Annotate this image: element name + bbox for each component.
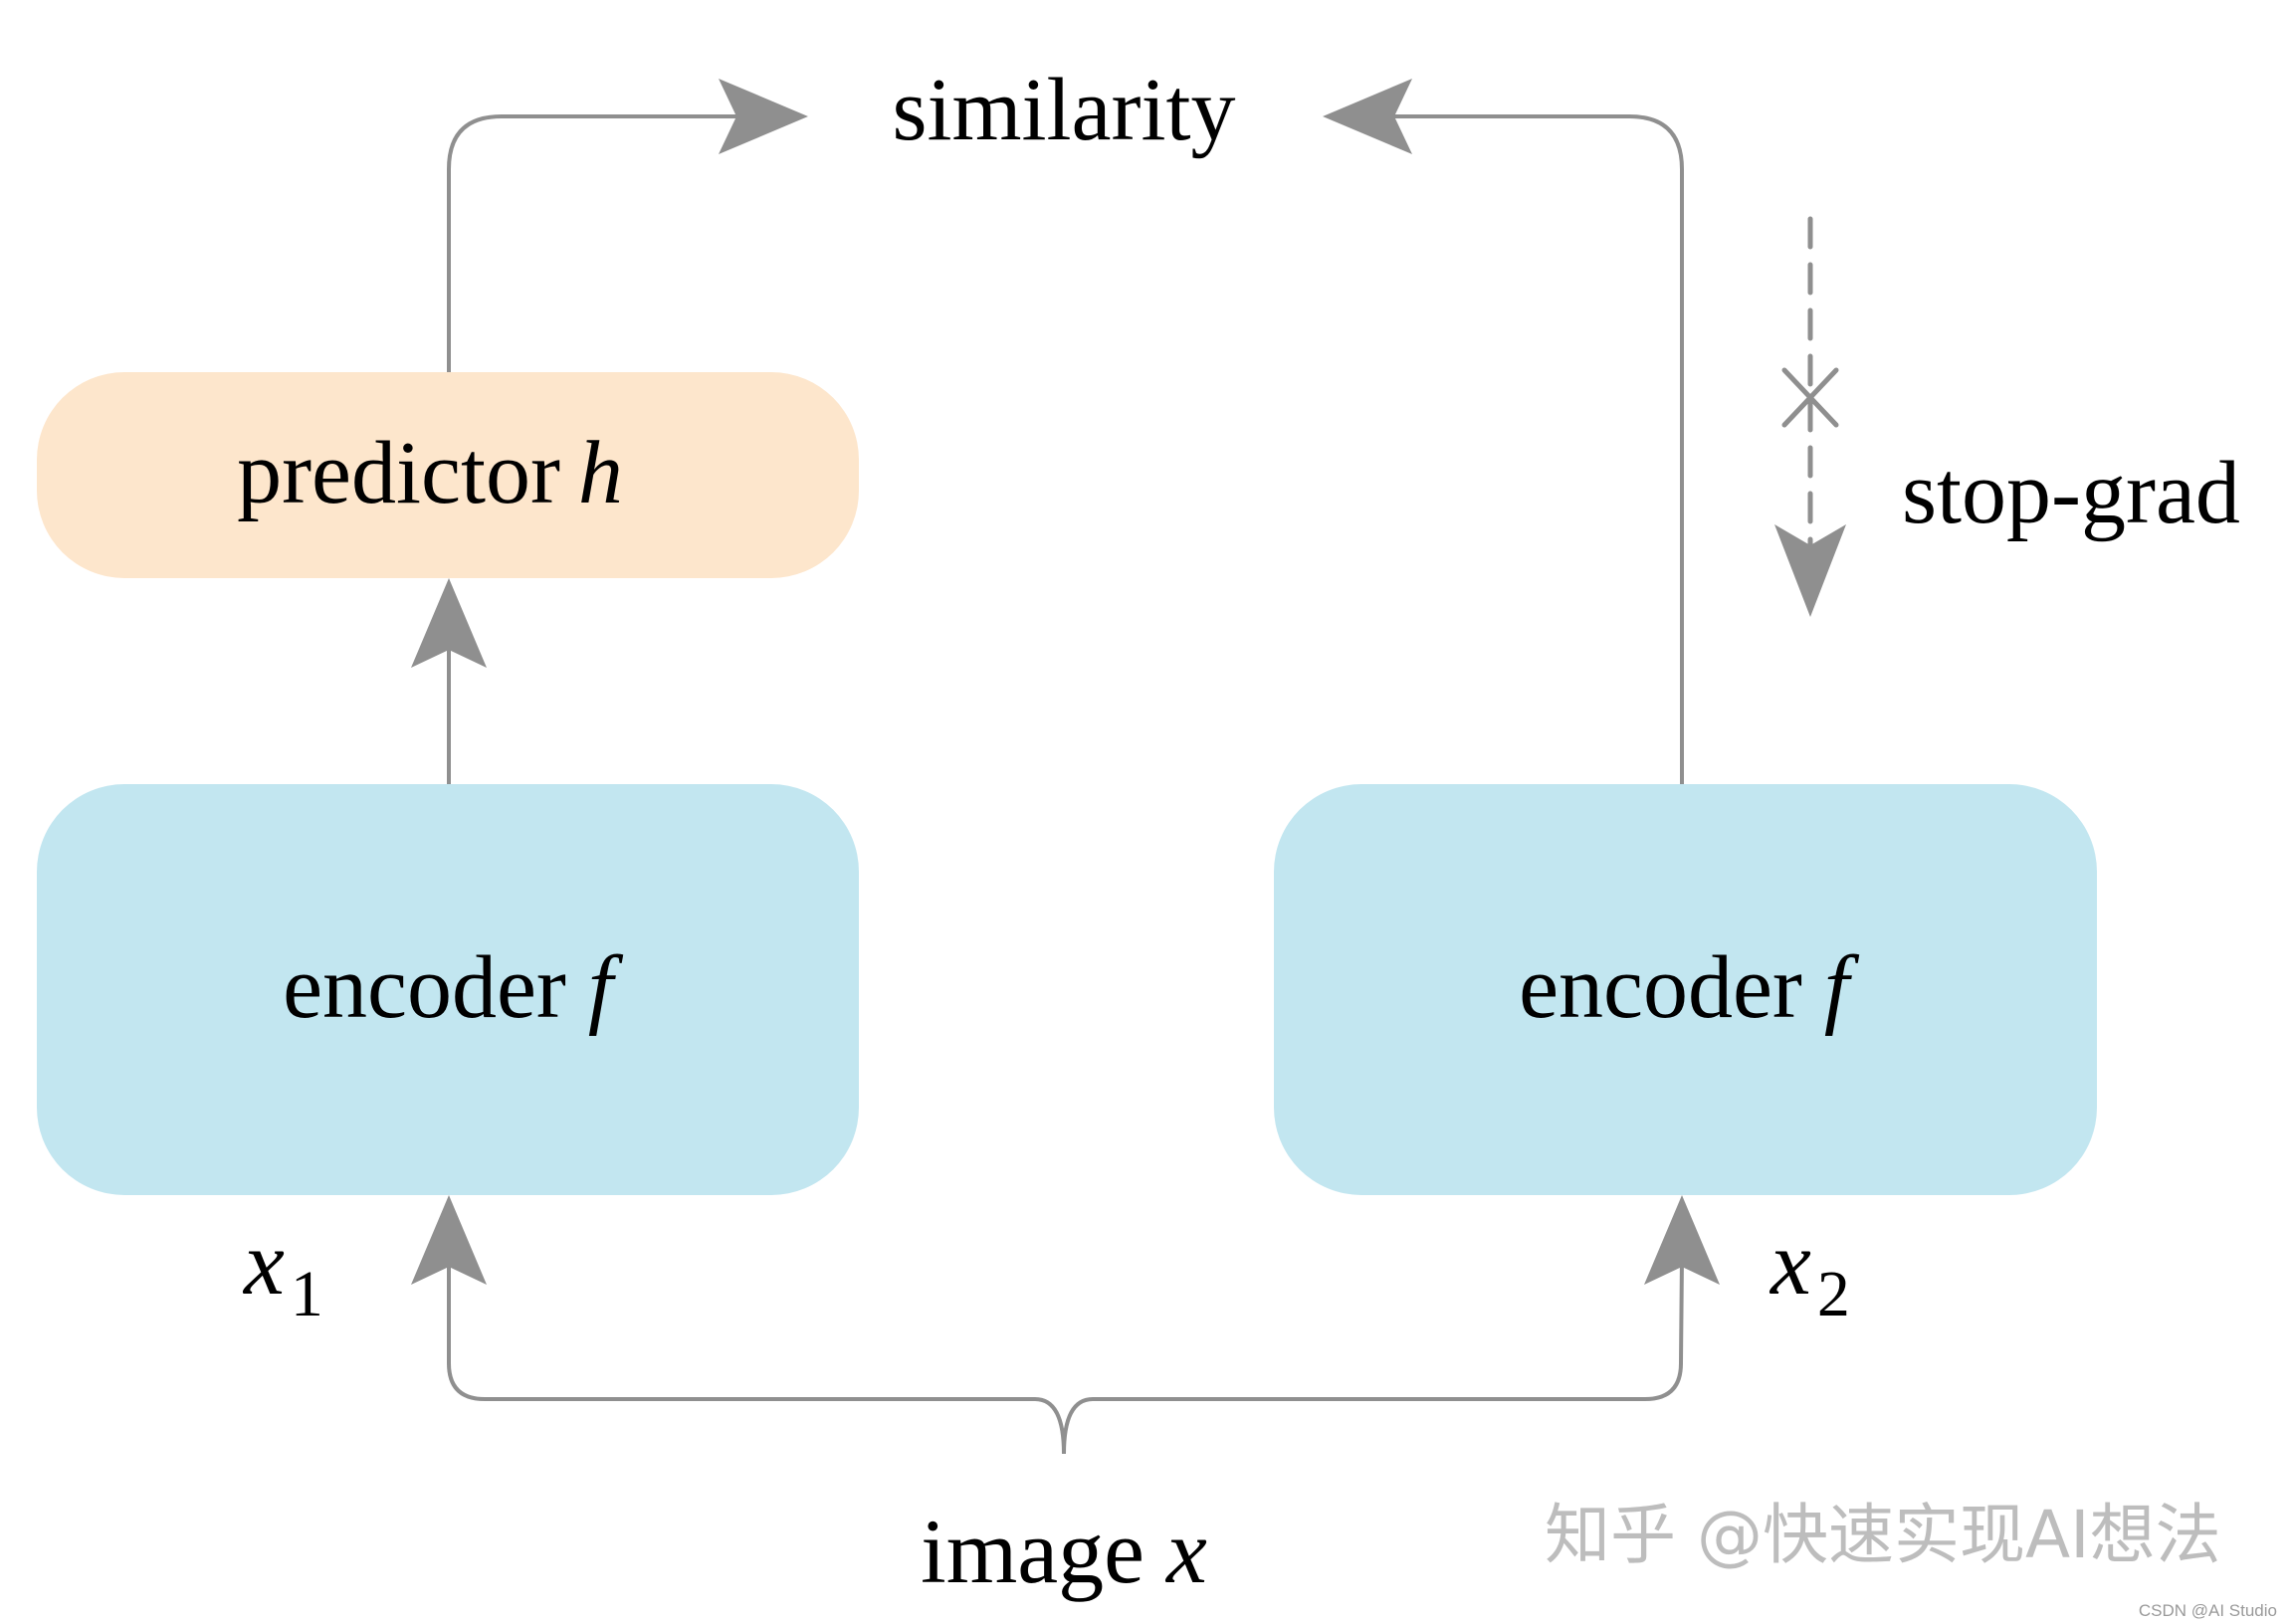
predictor-input-arrowhead (411, 578, 487, 668)
csdn-watermark: CSDN @AI Studio (2139, 1601, 2277, 1620)
predictor-to-similarity-line (447, 114, 746, 372)
encoder-left-input-arrowhead (411, 1195, 487, 1285)
similarity-right-arrowhead (1323, 79, 1412, 154)
stop-grad-label: stop-grad (1902, 444, 2240, 542)
stop-grad-arrowhead (1774, 524, 1846, 617)
zhihu-watermark: 知乎 @快速实现AI想法 (1545, 1497, 2221, 1573)
stop-grad-cross-icon (1781, 367, 1839, 428)
encoder-right-box (1274, 784, 2097, 1195)
view-x2-label: x2 (1769, 1212, 1850, 1330)
encoder-right-input-arrowhead (1644, 1195, 1720, 1285)
similarity-left-arrowhead (719, 79, 808, 154)
input-bracket-line (447, 1255, 1684, 1455)
encoder-to-similarity-line (1385, 114, 1684, 784)
encoder-left-box (37, 784, 859, 1195)
predictor-box (37, 372, 859, 578)
view-x1-label: x1 (242, 1212, 323, 1330)
similarity-label: similarity (893, 61, 1236, 159)
